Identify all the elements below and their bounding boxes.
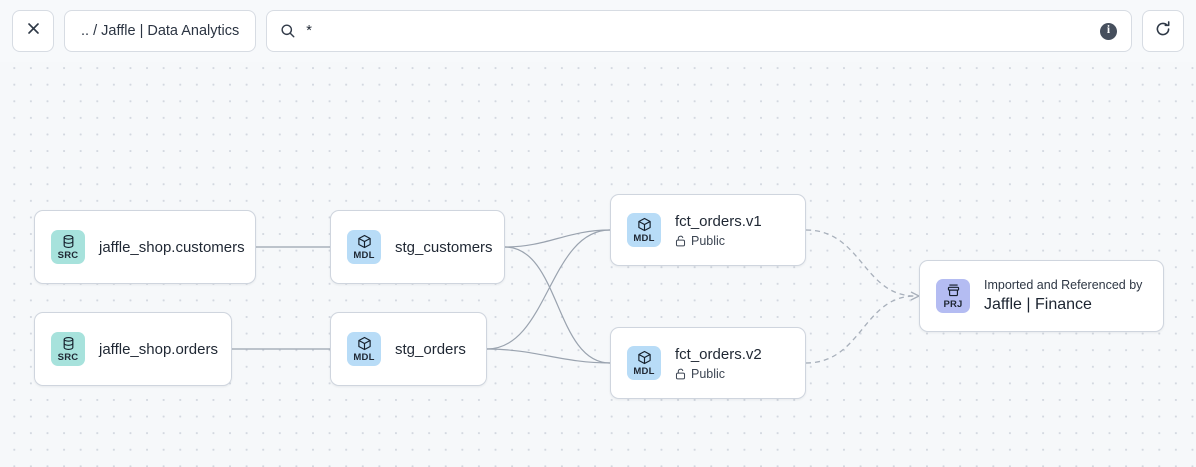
- node-title: stg_orders: [395, 340, 466, 358]
- model-badge: MDL: [347, 230, 381, 264]
- unlock-icon: [675, 368, 686, 380]
- cube-icon: [637, 350, 652, 365]
- node-overline: Imported and Referenced by: [984, 278, 1143, 292]
- database-icon: [61, 234, 76, 249]
- badge-kind-label: MDL: [353, 351, 375, 363]
- node-access: Public: [675, 233, 762, 249]
- node-title: stg_customers: [395, 238, 493, 256]
- badge-kind-label: MDL: [633, 365, 655, 377]
- node-title: fct_orders.v1: [675, 212, 762, 230]
- node-mdl-stg-orders[interactable]: MDL stg_orders: [330, 312, 487, 386]
- model-badge: MDL: [627, 346, 661, 380]
- close-icon: [26, 21, 41, 41]
- cube-icon: [357, 336, 372, 351]
- node-title: Jaffle | Finance: [984, 296, 1092, 313]
- project-box-icon: [946, 283, 961, 298]
- badge-kind-label: MDL: [353, 249, 375, 261]
- model-badge: MDL: [347, 332, 381, 366]
- info-icon[interactable]: i: [1100, 22, 1117, 40]
- badge-kind-label: SRC: [57, 351, 79, 363]
- node-src-jaffle-shop-customers[interactable]: SRC jaffle_shop.customers: [34, 210, 256, 284]
- search-field[interactable]: i: [266, 10, 1132, 52]
- node-labels: fct_orders.v1 Public: [675, 212, 762, 249]
- breadcrumb[interactable]: .. / Jaffle | Data Analytics: [64, 10, 257, 52]
- cube-icon: [357, 234, 372, 249]
- database-icon: [61, 336, 76, 351]
- node-mdl-stg-customers[interactable]: MDL stg_customers: [330, 210, 505, 284]
- cube-icon: [637, 217, 652, 232]
- source-badge: SRC: [51, 332, 85, 366]
- node-title: jaffle_shop.orders: [99, 340, 218, 358]
- search-icon: [280, 23, 296, 39]
- node-prj-jaffle-finance[interactable]: PRJ Imported and Referenced by Jaffle | …: [919, 260, 1164, 332]
- node-mdl-fct-orders-v2[interactable]: MDL fct_orders.v2 Public: [610, 327, 806, 399]
- node-labels: stg_orders: [395, 340, 466, 359]
- toolbar: .. / Jaffle | Data Analytics i: [0, 0, 1196, 62]
- project-badge: PRJ: [936, 279, 970, 313]
- node-title: jaffle_shop.customers: [99, 238, 245, 256]
- model-badge: MDL: [627, 213, 661, 247]
- search-input[interactable]: [306, 11, 1090, 51]
- node-labels: jaffle_shop.customers: [99, 238, 245, 257]
- refresh-icon: [1154, 20, 1172, 43]
- source-badge: SRC: [51, 230, 85, 264]
- badge-kind-label: MDL: [633, 232, 655, 244]
- refresh-button[interactable]: [1142, 10, 1184, 52]
- node-labels: stg_customers: [395, 238, 493, 257]
- node-title: fct_orders.v2: [675, 345, 762, 363]
- badge-kind-label: PRJ: [943, 298, 963, 310]
- node-access-label: Public: [691, 233, 726, 248]
- close-button[interactable]: [12, 10, 54, 52]
- node-labels: Imported and Referenced by Jaffle | Fina…: [984, 277, 1142, 315]
- unlock-icon: [675, 235, 686, 247]
- node-labels: jaffle_shop.orders: [99, 340, 218, 359]
- node-mdl-fct-orders-v1[interactable]: MDL fct_orders.v1 Public: [610, 194, 806, 266]
- node-src-jaffle-shop-orders[interactable]: SRC jaffle_shop.orders: [34, 312, 232, 386]
- badge-kind-label: SRC: [57, 249, 79, 261]
- node-access: Public: [675, 366, 762, 382]
- node-labels: fct_orders.v2 Public: [675, 345, 762, 382]
- node-access-label: Public: [691, 366, 726, 381]
